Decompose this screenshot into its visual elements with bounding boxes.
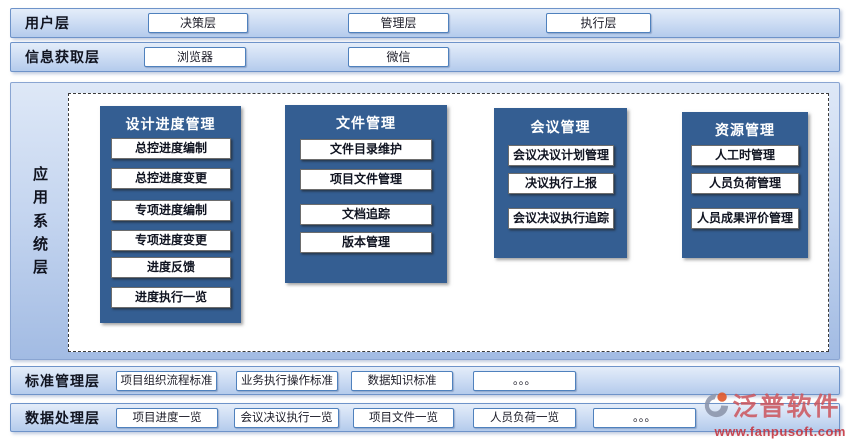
info-item-browser: 浏览器	[144, 47, 246, 67]
application-layer-label: 应用系统层	[32, 165, 48, 276]
module-title: 资源管理	[715, 122, 775, 138]
module-title: 设计进度管理	[125, 116, 216, 132]
module-item: 文档追踪	[300, 204, 432, 225]
standard-item-more: 。。。	[473, 371, 576, 391]
module-item: 进度反馈	[111, 257, 231, 278]
module-item: 会议决议计划管理	[508, 145, 614, 166]
standard-layer-label: 标准管理层	[25, 372, 100, 389]
user-item-execution: 执行层	[546, 13, 651, 33]
user-item-decision: 决策层	[148, 13, 248, 33]
standard-item: 项目组织流程标准	[116, 371, 217, 391]
module-item: 决议执行上报	[508, 173, 614, 194]
standard-layer-band: 标准管理层 项目组织流程标准 业务执行操作标准 数据知识标准 。。。	[10, 366, 840, 395]
vendor-watermark: 泛普软件 www.fanpusoft.com	[702, 391, 846, 438]
data-layer-band: 数据处理层 项目进度一览 会议决议执行一览 项目文件一览 人员负荷一览 。。。	[10, 403, 840, 432]
module-column-resource-management: 资源管理 人工时管理 人员负荷管理 人员成果评价管理	[682, 112, 808, 258]
module-item: 人员负荷管理	[691, 173, 799, 194]
module-item: 专项进度变更	[111, 230, 231, 251]
standard-item: 数据知识标准	[351, 371, 453, 391]
module-title: 文件管理	[336, 115, 396, 131]
module-item: 人工时管理	[691, 145, 799, 166]
data-item: 会议决议执行一览	[234, 408, 339, 428]
user-item-management: 管理层	[348, 13, 449, 33]
module-item: 版本管理	[300, 232, 432, 253]
module-column-meeting-management: 会议管理 会议决议计划管理 决议执行上报 会议决议执行追踪	[494, 108, 627, 258]
module-column-design-progress: 设计进度管理 总控进度编制 总控进度变更 专项进度编制 专项进度变更 进度反馈 …	[100, 106, 241, 323]
module-item: 人员成果评价管理	[691, 208, 799, 229]
module-item: 总控进度变更	[111, 168, 231, 189]
user-layer-label: 用户层	[25, 15, 70, 31]
module-item: 总控进度编制	[111, 138, 231, 159]
data-item: 项目文件一览	[353, 408, 454, 428]
vendor-brand-text: 泛普软件	[732, 393, 841, 421]
data-item-more: 。。。	[593, 408, 696, 428]
module-item: 会议决议执行追踪	[508, 208, 614, 229]
data-item: 项目进度一览	[116, 408, 218, 428]
user-layer-band: 用户层 决策层 管理层 执行层	[10, 8, 840, 38]
module-item: 项目文件管理	[300, 169, 432, 190]
info-item-wechat: 微信	[348, 47, 449, 67]
standard-item: 业务执行操作标准	[236, 371, 338, 391]
data-layer-label: 数据处理层	[25, 409, 100, 426]
module-title: 会议管理	[530, 119, 591, 135]
info-layer-label: 信息获取层	[25, 49, 100, 65]
vendor-url-text: www.fanpusoft.com	[714, 424, 846, 439]
module-item: 专项进度编制	[111, 200, 231, 221]
fanpu-logo-icon	[702, 391, 730, 424]
module-item: 进度执行一览	[111, 287, 231, 308]
info-layer-band: 信息获取层 浏览器 微信	[10, 42, 840, 72]
module-item: 文件目录维护	[300, 139, 432, 160]
data-item: 人员负荷一览	[473, 408, 576, 428]
module-column-file-management: 文件管理 文件目录维护 项目文件管理 文档追踪 版本管理	[285, 105, 447, 283]
